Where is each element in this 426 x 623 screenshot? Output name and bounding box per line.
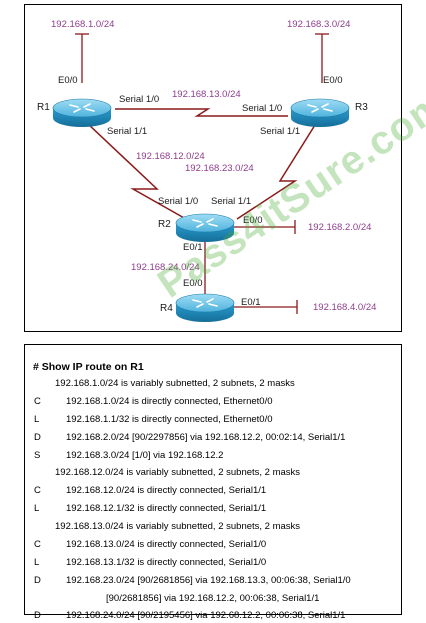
- route-code: S: [34, 450, 41, 461]
- router-name-r2: R2: [158, 219, 171, 230]
- route-code: D: [34, 575, 41, 586]
- route-text: 192.168.2.0/24 [90/2297856] via 192.168.…: [66, 432, 346, 443]
- interface-label-r1-s10: Serial 1/0: [119, 94, 160, 105]
- interface-label-r2-e01: E0/1: [183, 242, 203, 253]
- route-text: 192.168.1.0/24 is directly connected, Et…: [66, 396, 273, 407]
- router-r3-icon: [290, 98, 350, 127]
- router-r4-icon: [175, 293, 235, 322]
- route-code: L: [34, 557, 40, 568]
- interface-label-r1-s11: Serial 1/1: [107, 126, 148, 137]
- serial-link-r1-r2: [86, 122, 194, 224]
- route-code: D: [34, 432, 41, 443]
- r2-lan-stub: [233, 220, 296, 234]
- route-text: 192.168.13.0/24 is variably subnetted, 2…: [55, 521, 301, 532]
- route-text: 192.168.13.0/24 is directly connected, S…: [66, 539, 267, 550]
- interface-label-r3-s10: Serial 1/0: [242, 103, 283, 114]
- interface-label-r4-e01: E0/1: [241, 297, 261, 308]
- route-code: C: [34, 485, 41, 496]
- network-label-r1-r3: 192.168.13.0/24: [172, 89, 241, 100]
- route-text: 192.168.23.0/24 [90/2681856] via 192.168…: [66, 575, 351, 586]
- network-label-r3-r2: 192.168.23.0/24: [185, 163, 254, 174]
- interface-label-r3-s11: Serial 1/1: [260, 126, 301, 137]
- interface-label-r2-s10: Serial 1/0: [158, 196, 199, 207]
- route-text: 192.168.24.0/24 [90/2195456] via 192.68.…: [66, 610, 346, 621]
- network-diagram: 192.168.1.0/24 192.168.3.0/24 192.168.13…: [24, 4, 402, 332]
- route-text: 192.168.12.1/32 is directly connected, S…: [66, 503, 267, 514]
- route-text: 192.168.13.1/32 is directly connected, S…: [66, 557, 267, 568]
- interface-label-r3-e00: E0/0: [323, 75, 343, 86]
- route-code: C: [34, 396, 41, 407]
- route-code: L: [34, 503, 40, 514]
- interface-label-r2-e00: E0/0: [243, 215, 263, 226]
- topology-svg: [52, 33, 350, 322]
- router-name-r3: R3: [355, 102, 368, 113]
- r3-lan-stub: [315, 33, 329, 83]
- network-label-r3-lan: 192.168.3.0/24: [287, 19, 351, 30]
- network-label-r1-lan: 192.168.1.0/24: [51, 19, 115, 30]
- route-text: 192.168.1.0/24 is variably subnetted, 2 …: [55, 378, 295, 389]
- network-label-r4-lan: 192.168.4.0/24: [313, 302, 377, 313]
- network-label-r1-r2: 192.168.12.0/24: [136, 151, 205, 162]
- route-text: 192.168.12.0/24 is variably subnetted, 2…: [55, 467, 301, 478]
- interface-label-r2-s11: Serial 1/1: [211, 196, 252, 207]
- route-text: 192.168.1.1/32 is directly connected, Et…: [66, 414, 273, 425]
- network-label-r2-lan: 192.168.2.0/24: [308, 222, 372, 233]
- route-text: 192.168.3.0/24 [1/0] via 192.168.12.2: [66, 450, 224, 461]
- router-r1-icon: [52, 98, 112, 127]
- r4-lan-stub: [233, 300, 298, 314]
- route-table-output: # Show IP route on R1 192.168.1.0/24 is …: [24, 344, 402, 621]
- route-code: D: [34, 610, 41, 621]
- network-label-r2-r4: 192.168.24.0/24: [131, 262, 200, 273]
- router-r2-icon: [175, 213, 235, 242]
- route-code: C: [34, 539, 41, 550]
- serial-link-r1-r3: [115, 108, 288, 117]
- router-name-r4: R4: [160, 303, 173, 314]
- interface-label-r4-e00: E0/0: [183, 278, 203, 289]
- route-text: [90/2681856] via 192.168.12.2, 00:06:38,…: [106, 593, 320, 604]
- r1-lan-stub: [75, 33, 89, 83]
- serial-link-r3-r2: [236, 124, 316, 220]
- router-name-r1: R1: [37, 102, 50, 113]
- output-title: # Show IP route on R1: [33, 361, 144, 373]
- route-code: L: [34, 414, 40, 425]
- route-text: 192.168.12.0/24 is directly connected, S…: [66, 485, 267, 496]
- interface-label-r1-e00: E0/0: [58, 75, 78, 86]
